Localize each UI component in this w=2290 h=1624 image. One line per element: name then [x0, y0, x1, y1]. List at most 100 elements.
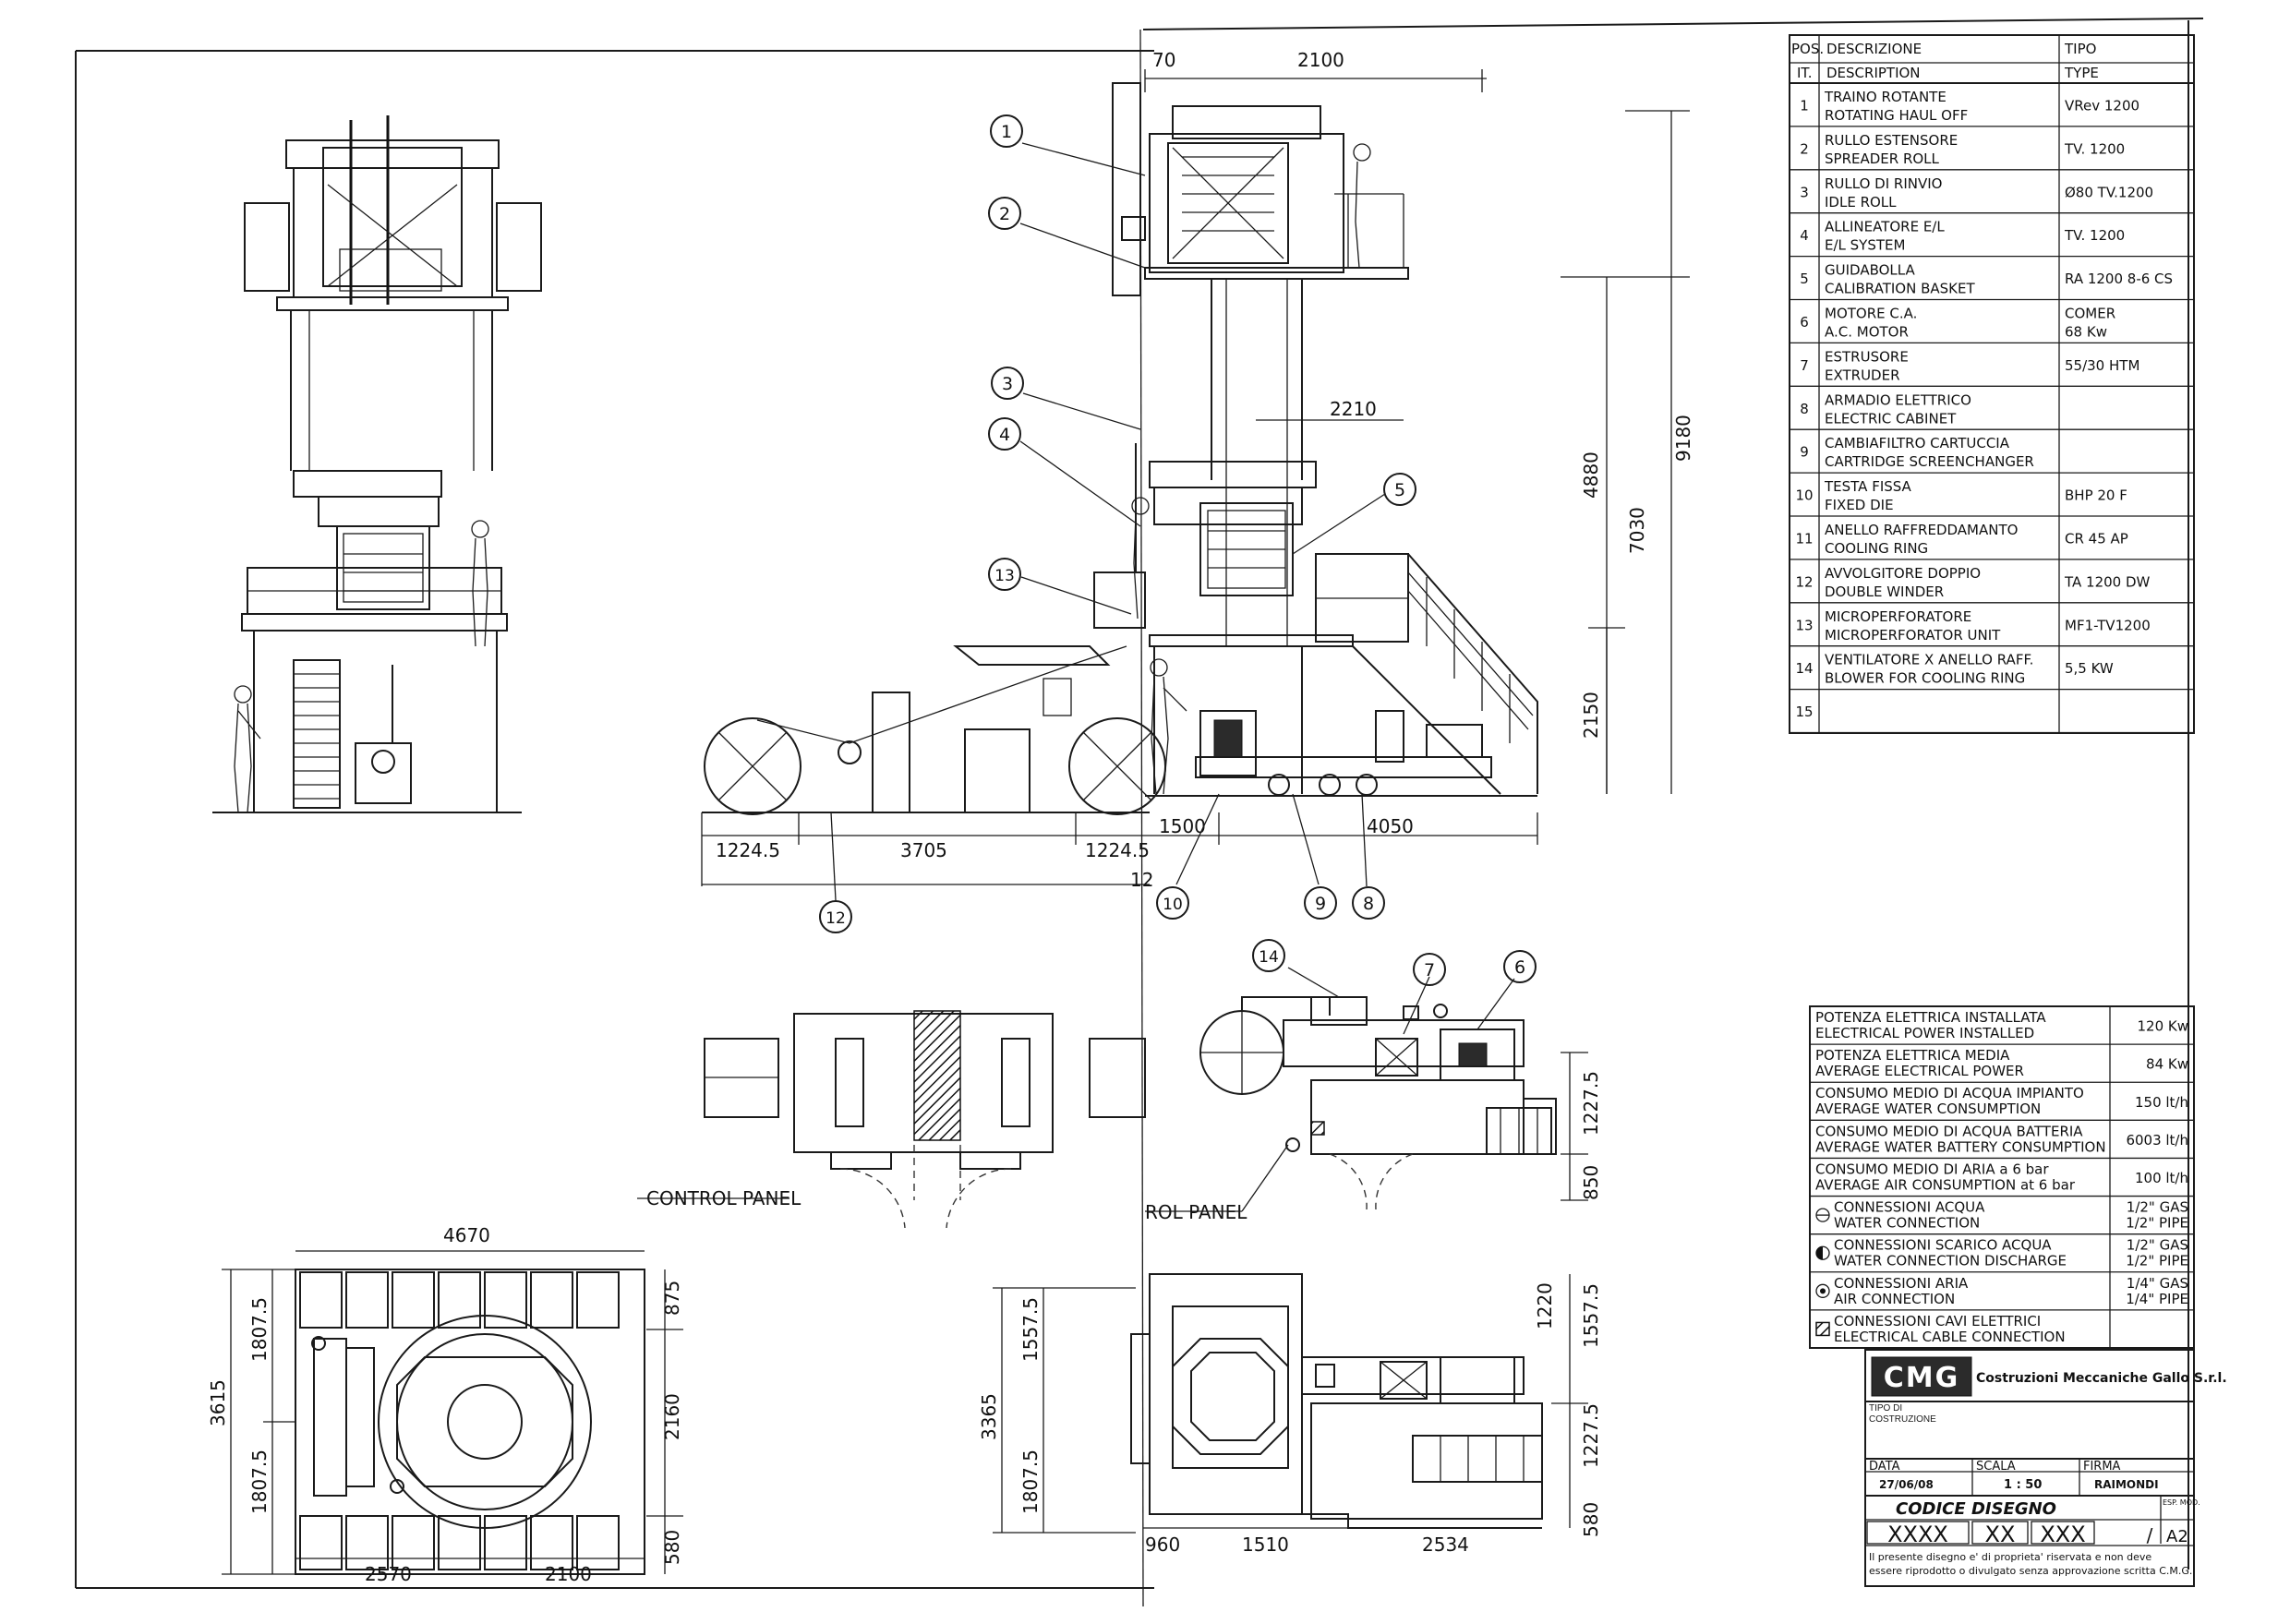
spec-value: 100 lt/h — [2135, 1170, 2188, 1186]
code-part-3: XXX — [2040, 1522, 2085, 1547]
part-desc-en: CALIBRATION BASKET — [1825, 281, 1975, 297]
part-number: 14 — [1795, 660, 1813, 677]
part-desc-it: ARMADIO ELETTRICO — [1825, 391, 1971, 408]
part-type: TA 1200 DW — [2064, 573, 2151, 590]
dim-4880: 4880 — [1580, 451, 1602, 499]
part-number: 13 — [1795, 617, 1813, 633]
code-slash: / — [2147, 1524, 2153, 1546]
part-number: 7 — [1800, 357, 1809, 374]
dimension-text: 70 2100 2210 4880 9180 7030 2150 1224.5 … — [207, 49, 1694, 1585]
header-descrizione: DESCRIZIONE — [1826, 41, 1922, 57]
part-desc-it: MOTORE C.A. — [1825, 306, 1917, 322]
spec-value: 120 Kw — [2137, 1018, 2188, 1035]
rol-panel-label: ROL PANEL — [1145, 1201, 1247, 1223]
dim-1224-5-right: 1224.5 — [1085, 839, 1150, 861]
spec-label-en: AVERAGE AIR CONSUMPTION at 6 bar — [1815, 1176, 2076, 1193]
part-desc-en: DOUBLE WINDER — [1825, 583, 1944, 600]
part-type: TV. 1200 — [2064, 227, 2125, 244]
scala-value: 1 : 50 — [2004, 1478, 2042, 1492]
spec-label-it: CONSUMO MEDIO DI ACQUA IMPIANTO — [1815, 1085, 2084, 1101]
cmg-logo: CMG — [1884, 1362, 1960, 1394]
dim-1220: 1220 — [1534, 1282, 1556, 1329]
spec-value-line2: 1/2" PIPE — [2126, 1253, 2188, 1269]
part-number: 15 — [1795, 704, 1813, 720]
part-number: 1 — [1800, 97, 1809, 114]
spec-label-it: CONNESSIONI ACQUA — [1834, 1199, 1985, 1216]
dim-4670: 4670 — [443, 1224, 490, 1246]
spec-value: 150 lt/h — [2135, 1094, 2188, 1111]
firma-value: RAIMONDI — [2094, 1478, 2159, 1491]
dim-1224-5-left: 1224.5 — [716, 839, 780, 861]
balloon-3: 3 — [1002, 374, 1013, 394]
spec-label-en: ELECTRICAL POWER INSTALLED — [1815, 1025, 2034, 1041]
spec-label-en: AIR CONNECTION — [1834, 1291, 1955, 1307]
part-desc-it: TESTA FISSA — [1824, 478, 1912, 495]
balloon-7: 7 — [1424, 960, 1435, 980]
data-label: DATA — [1869, 1460, 1900, 1474]
part-desc-en: EXTRUDER — [1825, 367, 1900, 383]
dim-12: 12 — [1130, 869, 1153, 891]
disclaimer-line-1: Il presente disegno e' di proprieta' ris… — [1869, 1551, 2151, 1563]
part-number: 6 — [1800, 314, 1809, 331]
part-desc-en: E/L SYSTEM — [1825, 237, 1905, 254]
dim-9180: 9180 — [1672, 415, 1694, 462]
leader-lines — [637, 142, 1515, 1212]
part-desc-it: TRAINO ROTANTE — [1824, 89, 1946, 105]
spec-label-en: AVERAGE ELECTRICAL POWER — [1815, 1063, 2024, 1079]
spec-label-en: AVERAGE WATER BATTERY CONSUMPTION — [1815, 1138, 2106, 1155]
disclaimer-line-2: essere riprodotto o divulgato senza appr… — [1869, 1565, 2192, 1577]
dim-1557-5-left: 1557.5 — [1019, 1297, 1042, 1362]
dim-1227-5-top: 1227.5 — [1580, 1071, 1602, 1136]
part-desc-en: BLOWER FOR COOLING RING — [1825, 670, 2025, 687]
part-type: Ø80 TV.1200 — [2065, 184, 2153, 200]
front-view-tower — [212, 115, 542, 813]
dim-1807-5-top: 1807.5 — [248, 1297, 271, 1362]
spec-value: 6003 lt/h — [2126, 1132, 2188, 1149]
part-desc-it: CAMBIAFILTRO CARTUCCIA — [1825, 435, 2010, 451]
part-desc-en: MICROPERFORATOR UNIT — [1825, 627, 2001, 644]
part-desc-it: ANELLO RAFFREDDAMANTO — [1825, 522, 2018, 538]
spec-value-line2: 1/4" PIPE — [2126, 1291, 2188, 1307]
spec-label-it: CONNESSIONI ARIA — [1834, 1275, 1969, 1292]
parts-table: POS. IT. DESCRIZIONE DESCRIPTION TIPO TY… — [1789, 34, 2195, 734]
dim-2570: 2570 — [365, 1563, 412, 1585]
balloon-4: 4 — [999, 425, 1010, 445]
balloon-13: 13 — [994, 567, 1015, 585]
dim-1510: 1510 — [1242, 1534, 1289, 1556]
dim-3365: 3365 — [978, 1393, 1000, 1440]
spec-label-it: POTENZA ELETTRICA INSTALLATA — [1815, 1009, 2046, 1026]
dim-2150: 2150 — [1580, 692, 1602, 739]
balloon-1: 1 — [1001, 122, 1012, 142]
part-type: BHP 20 F — [2065, 487, 2127, 504]
part-desc-en: ROTATING HAUL OFF — [1825, 107, 1968, 124]
header-pos: POS. — [1791, 41, 1824, 57]
part-number: 10 — [1795, 487, 1813, 504]
spec-label-en: WATER CONNECTION DISCHARGE — [1834, 1253, 2067, 1269]
dim-2534: 2534 — [1422, 1534, 1469, 1556]
air-connection-icon — [1815, 1283, 1830, 1298]
spec-label-en: AVERAGE WATER CONSUMPTION — [1815, 1101, 2041, 1117]
dim-1500: 1500 — [1159, 815, 1206, 837]
part-desc-en: FIXED DIE — [1825, 497, 1894, 513]
dim-2210: 2210 — [1330, 398, 1377, 420]
part-desc-en: CARTRIDGE SCREENCHANGER — [1825, 453, 2034, 470]
part-desc-it: GUIDABOLLA — [1825, 262, 1915, 279]
dim-875: 875 — [661, 1281, 683, 1316]
spec-value-line2: 1/2" PIPE — [2126, 1215, 2188, 1232]
part-desc-en: ELECTRIC CABINET — [1825, 410, 1957, 427]
header-description: DESCRIPTION — [1826, 65, 1921, 81]
part-type: COMER — [2065, 306, 2115, 322]
dim-70: 70 — [1152, 49, 1175, 71]
plan-view-line — [1130, 1273, 1543, 1529]
balloon-2: 2 — [999, 204, 1010, 224]
part-number: 8 — [1800, 401, 1809, 417]
plan-view-extruder — [1199, 996, 1557, 1210]
data-value: 27/06/08 — [1879, 1478, 1934, 1491]
dim-2100-top: 2100 — [1297, 49, 1344, 71]
dimension-lines — [222, 69, 1690, 1575]
dim-1557-5-right: 1557.5 — [1580, 1283, 1602, 1348]
plan-view-center — [704, 1010, 1146, 1229]
part-desc-it: ALLINEATORE E/L — [1825, 219, 1945, 235]
header-it: IT. — [1797, 65, 1813, 81]
part-desc-en: SPREADER ROLL — [1825, 150, 1940, 167]
